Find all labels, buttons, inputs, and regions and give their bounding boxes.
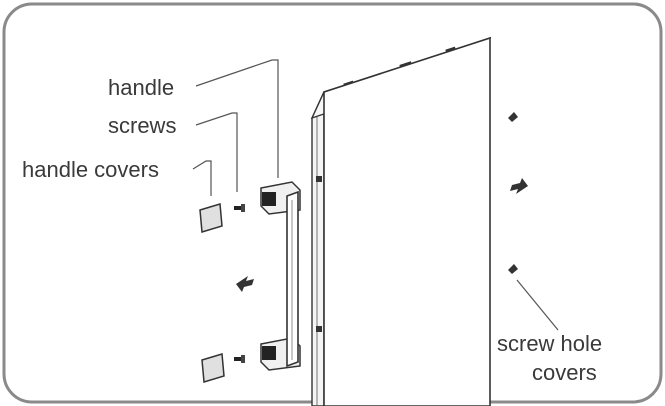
door-handle xyxy=(260,181,301,371)
door-front-face xyxy=(323,36,491,406)
handle-screw-lower xyxy=(234,355,245,363)
screw-hole-covers-label-line2: covers xyxy=(532,360,597,385)
screw-hole-covers-label-line1: screw hole xyxy=(497,331,602,356)
screws-label: screws xyxy=(108,113,176,138)
handle-covers-label: handle covers xyxy=(22,157,159,182)
screw-hole-cover-upper xyxy=(508,112,518,122)
handle-label: handle xyxy=(108,75,174,100)
screw-hole-covers-leader-line xyxy=(516,279,559,331)
arrow-icon-right xyxy=(510,178,528,194)
arrow-icon-left xyxy=(236,276,254,292)
handle-cover-upper xyxy=(199,203,223,233)
handle-cover-lower xyxy=(201,353,225,383)
door-side-edge xyxy=(311,91,325,406)
screws-leader-line xyxy=(195,112,238,192)
handle-screw-upper xyxy=(234,204,245,212)
screw-hole-cover-lower xyxy=(508,264,518,274)
door-panel xyxy=(310,36,492,406)
handle-bar xyxy=(286,190,299,368)
handle-leader-line xyxy=(195,59,279,178)
handle-covers-leader-line xyxy=(192,160,212,196)
